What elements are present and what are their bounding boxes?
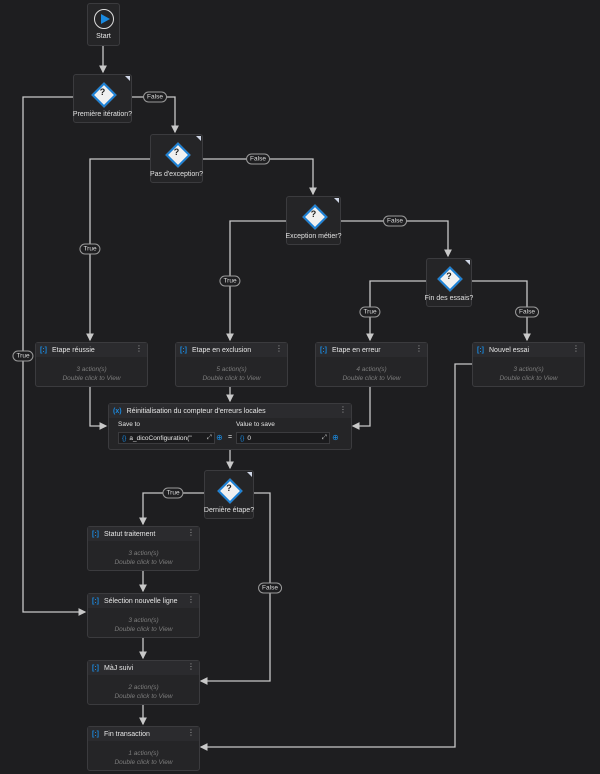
sequence-icon: [:] bbox=[92, 597, 99, 605]
sequence-icon: [:] bbox=[477, 346, 484, 354]
save-to-field[interactable]: {}a_dicoConfiguration("⤢ bbox=[118, 432, 215, 444]
more-icon[interactable]: ⋮ bbox=[339, 405, 347, 414]
sequence-icon: [:] bbox=[180, 346, 187, 354]
expand-icon[interactable]: ⤢ bbox=[321, 434, 327, 441]
sequence-etape-exclusion[interactable]: [:]Etape en exclusion⋮5 action(s)Double … bbox=[175, 342, 288, 387]
sequence-icon: [:] bbox=[92, 530, 99, 538]
sequence-icon: [:] bbox=[320, 346, 327, 354]
edge-label-false: False bbox=[383, 215, 407, 227]
start-label: Start bbox=[96, 33, 111, 40]
edge-label-true: True bbox=[219, 275, 241, 287]
sequence-etape-erreur[interactable]: [:]Etape en erreur⋮4 action(s)Double cli… bbox=[315, 342, 428, 387]
sequence-selection-nouvelle-ligne[interactable]: [:]Sélection nouvelle ligne⋮3 action(s)D… bbox=[87, 593, 200, 638]
question-mark-icon: ? bbox=[226, 483, 232, 493]
sequence-icon: [:] bbox=[40, 346, 47, 354]
edge-label-false: False bbox=[246, 153, 270, 165]
decision-pas-exception[interactable]: ?Pas d'exception? bbox=[150, 134, 203, 183]
sequence-maj-suivi[interactable]: [:]MàJ suivi⋮2 action(s)Double click to … bbox=[87, 660, 200, 705]
more-icon[interactable]: ⋮ bbox=[415, 344, 423, 353]
edge-label-true: True bbox=[162, 487, 184, 499]
plus-icon[interactable]: ⊕ bbox=[216, 433, 223, 442]
edge-label-false: False bbox=[143, 91, 167, 103]
assign-activity[interactable]: (x)Réinitialisation du compteur d'erreur… bbox=[108, 403, 352, 450]
play-icon bbox=[93, 9, 114, 29]
sequence-nouvel-essai[interactable]: [:]Nouvel essai⋮3 action(s)Double click … bbox=[472, 342, 585, 387]
plus-icon[interactable]: ⊕ bbox=[332, 433, 339, 442]
sequence-statut-traitement[interactable]: [:]Statut traitement⋮3 action(s)Double c… bbox=[87, 526, 200, 571]
decision-exception-metier[interactable]: ?Exception métier? bbox=[285, 196, 342, 245]
start-node[interactable]: Start bbox=[87, 3, 120, 46]
question-mark-icon: ? bbox=[446, 271, 452, 281]
more-icon[interactable]: ⋮ bbox=[135, 344, 143, 353]
value-field[interactable]: {}0⤢ bbox=[236, 432, 330, 444]
edge-label-true: True bbox=[359, 306, 381, 318]
sequence-icon: [:] bbox=[92, 664, 99, 672]
sequence-fin-transaction[interactable]: [:]Fin transaction⋮1 action(s)Double cli… bbox=[87, 726, 200, 771]
question-mark-icon: ? bbox=[173, 147, 180, 157]
more-icon[interactable]: ⋮ bbox=[187, 528, 195, 537]
more-icon[interactable]: ⋮ bbox=[187, 595, 195, 604]
more-icon[interactable]: ⋮ bbox=[275, 344, 283, 353]
more-icon[interactable]: ⋮ bbox=[572, 344, 580, 353]
edge-label-true: True bbox=[79, 243, 101, 255]
decision-premiere-iteration[interactable]: ?Première itération? bbox=[73, 74, 132, 123]
edge-label-true: True bbox=[12, 350, 34, 362]
edge-label-false: False bbox=[258, 582, 282, 594]
expand-icon[interactable]: ⤢ bbox=[206, 434, 212, 441]
decision-fin-essais[interactable]: ?Fin des essais? bbox=[425, 258, 473, 307]
question-mark-icon: ? bbox=[99, 87, 106, 97]
question-mark-icon: ? bbox=[310, 209, 317, 219]
expression-icon: {} bbox=[122, 434, 127, 442]
edge-label-false: False bbox=[515, 306, 539, 318]
more-icon[interactable]: ⋮ bbox=[187, 662, 195, 671]
expression-icon: {} bbox=[240, 434, 245, 442]
decision-derniere-etape[interactable]: ?Dernière étape? bbox=[204, 470, 254, 519]
sequence-etape-reussie[interactable]: [:]Etape réussie⋮3 action(s)Double click… bbox=[35, 342, 148, 387]
variable-icon: (x) bbox=[113, 407, 122, 415]
more-icon[interactable]: ⋮ bbox=[187, 728, 195, 737]
sequence-icon: [:] bbox=[92, 730, 99, 738]
